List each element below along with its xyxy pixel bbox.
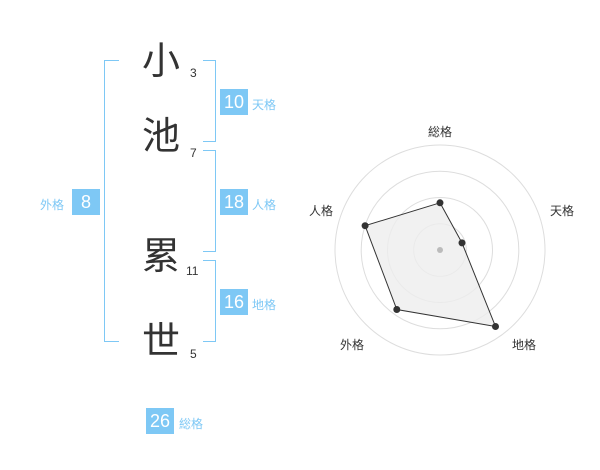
radar-point [458, 239, 466, 247]
tenkaku-badge: 10 [220, 89, 248, 115]
jinkaku-badge: 18 [220, 189, 248, 215]
stroke-count-2: 7 [190, 146, 197, 160]
chikaku-label: 地格 [252, 298, 277, 312]
radar-point [436, 199, 444, 207]
radar-data-area [364, 202, 497, 328]
jinkaku-bracket [203, 150, 216, 252]
radar-point [393, 306, 401, 313]
chikaku-badge: 16 [220, 289, 248, 315]
radar-point [492, 323, 499, 330]
stroke-count-1: 3 [190, 66, 197, 80]
soukaku-label: 総格 [179, 417, 204, 431]
kanji-char-1: 小 [142, 39, 181, 83]
gaikaku-badge: 8 [72, 189, 100, 215]
tenkaku-label: 天格 [252, 98, 277, 112]
radar-points [361, 199, 499, 330]
gaikaku-bracket [104, 60, 119, 342]
radar-axis-label-tenkaku: 天格 [550, 204, 575, 218]
stroke-count-4: 5 [190, 347, 197, 361]
radar-ring [334, 144, 546, 356]
stroke-count-3: 11 [186, 264, 199, 278]
tenkaku-bracket [203, 60, 216, 142]
jinkaku-label: 人格 [252, 198, 277, 212]
soukaku-badge: 26 [146, 408, 174, 434]
radar-center-dot [437, 247, 443, 253]
kanji-char-4: 世 [142, 319, 181, 363]
kanji-char-2: 池 [142, 114, 181, 158]
kanji-char-3: 累 [142, 234, 181, 278]
gaikaku-label: 外格 [40, 198, 65, 212]
radar-axis-label-gaikaku: 外格 [340, 338, 365, 352]
radar-axis-label-chikaku: 地格 [512, 338, 537, 352]
radar-axis-label-jinkaku: 人格 [309, 204, 334, 218]
radar-axis-label-soukaku: 総格 [428, 125, 453, 139]
radar-point [361, 222, 369, 230]
radar-ring [360, 170, 520, 330]
chikaku-bracket [203, 260, 216, 342]
